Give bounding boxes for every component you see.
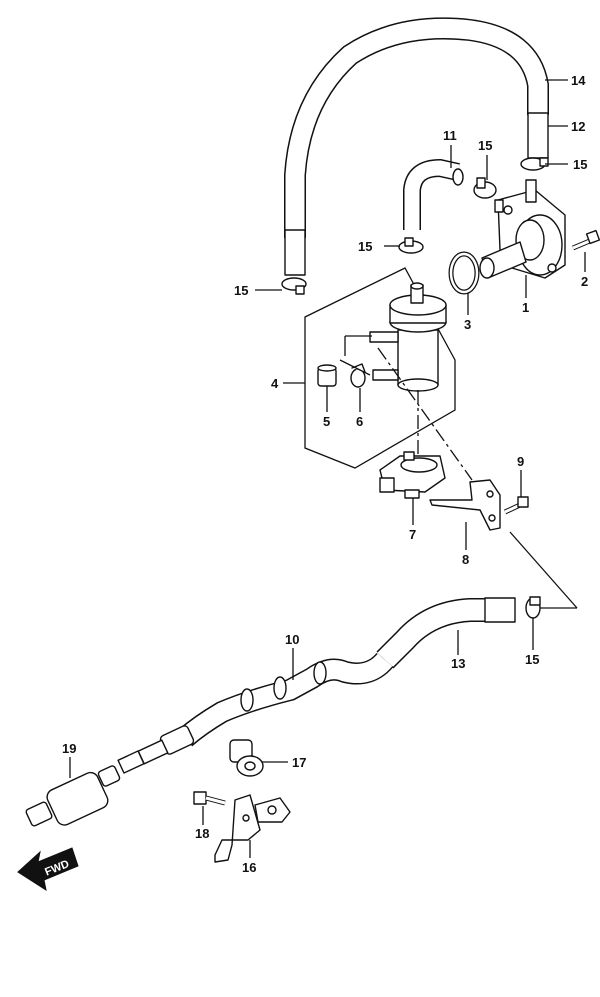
callout-8: 8 [462, 552, 469, 567]
callout-15-top: 15 [478, 138, 492, 153]
callout-17: 17 [292, 755, 306, 770]
filter-19 [25, 765, 121, 827]
clamp-15-left [281, 277, 307, 295]
callout-15-left: 15 [234, 283, 248, 298]
callout-14: 14 [571, 73, 586, 88]
hose-13 [376, 597, 516, 669]
bolt-2 [572, 229, 600, 251]
callout-labels: 14 12 11 15 15 15 15 15 2 1 3 4 5 6 9 7 … [62, 73, 588, 875]
callout-5: 5 [323, 414, 330, 429]
callout-12: 12 [571, 119, 585, 134]
leader-lines [69, 79, 586, 858]
callout-13: 13 [451, 656, 465, 671]
bolt-9 [503, 496, 529, 515]
clamp-15-mid [398, 237, 424, 254]
callout-9: 9 [517, 454, 524, 469]
hose-12 [284, 112, 549, 276]
bracket-7 [379, 451, 446, 499]
hose-10 [177, 652, 394, 747]
assembly-lines [377, 347, 578, 609]
bracket-16 [214, 794, 291, 863]
callout-3: 3 [464, 317, 471, 332]
bolt-18 [193, 791, 226, 806]
callout-2: 2 [581, 274, 588, 289]
fwd-arrow-icon: FWD [17, 847, 79, 892]
callout-15-lower: 15 [525, 652, 539, 667]
clamp-15-lower [525, 596, 541, 619]
hose-connector [117, 725, 195, 774]
clamp-15-right [520, 157, 549, 171]
hose-11 [403, 158, 464, 230]
callout-1: 1 [522, 300, 529, 315]
callout-19: 19 [62, 741, 76, 756]
filter-assembly-4 [304, 267, 456, 469]
callout-7: 7 [409, 527, 416, 542]
callout-4: 4 [271, 376, 279, 391]
callout-10: 10 [285, 632, 299, 647]
fuel-pump-1 [479, 179, 566, 279]
callout-18: 18 [195, 826, 209, 841]
clamp-17 [229, 739, 264, 777]
callout-15-mid: 15 [358, 239, 372, 254]
clamp-15-top [473, 177, 497, 199]
hose-14 [284, 17, 549, 238]
callout-16: 16 [242, 860, 256, 875]
callout-11: 11 [443, 128, 457, 143]
callout-15-right: 15 [573, 157, 587, 172]
bracket-8 [429, 479, 501, 531]
o-ring-3 [448, 251, 480, 295]
callout-6: 6 [356, 414, 363, 429]
